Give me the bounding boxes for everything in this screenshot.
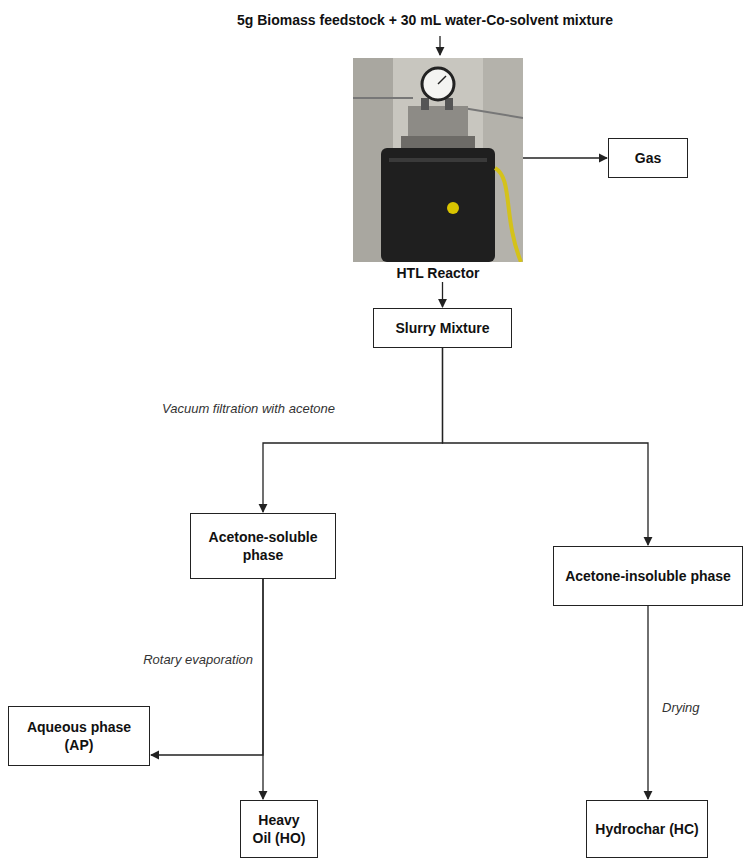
flow-arrow — [647, 606, 648, 799]
step-label: Rotary evaporation — [141, 652, 255, 667]
reactor-part — [421, 98, 429, 110]
process-box: Acetone-soluble phase — [190, 513, 336, 579]
process-box: Aqueous phase (AP) — [8, 706, 150, 766]
flow-arrow — [523, 157, 607, 158]
node-text: Acetone-soluble phase — [199, 528, 327, 564]
flow-arrow — [443, 348, 649, 545]
process-box: Heavy Oil (HO) — [240, 800, 318, 858]
flow-arrow — [442, 282, 443, 307]
node-text: Hydrochar (HC) — [595, 820, 698, 838]
reactor-part — [389, 158, 487, 162]
reactor-illustration — [353, 58, 523, 262]
process-box: Hydrochar (HC) — [586, 800, 708, 858]
node-text: Heavy Oil (HO) — [249, 811, 309, 847]
node-text: Gas — [635, 149, 661, 167]
reactor-part — [495, 168, 521, 262]
node-text: Slurry Mixture — [395, 319, 489, 337]
reactor-part — [408, 106, 468, 136]
reactor-part — [353, 58, 523, 262]
node-text: HTL Reactor — [353, 264, 523, 282]
reactor-part — [438, 76, 446, 84]
feed-arrow — [439, 36, 440, 55]
process-box: Gas — [608, 138, 688, 178]
reactor-part — [353, 97, 413, 99]
feed-label: 5g Biomass feedstock + 30 mL water-Co-so… — [180, 12, 670, 28]
node-text: Acetone-insoluble phase — [565, 567, 731, 585]
node-text: Aqueous phase (AP) — [17, 718, 141, 754]
step-label: Drying — [660, 700, 702, 715]
flow-arrow — [263, 348, 443, 512]
reactor-part — [381, 148, 495, 262]
reactor-part — [422, 68, 454, 100]
reactor-part — [445, 98, 453, 110]
reactor-part — [401, 136, 475, 148]
reactor-node: HTL Reactor — [353, 58, 523, 282]
step-label: Vacuum filtration with acetone — [160, 401, 337, 416]
flow-arrow — [262, 579, 263, 799]
reactor-part — [463, 108, 523, 118]
flow-arrow — [151, 579, 263, 755]
process-box: Slurry Mixture — [373, 308, 512, 348]
process-box: Acetone-insoluble phase — [553, 546, 743, 606]
reactor-part — [447, 202, 459, 214]
